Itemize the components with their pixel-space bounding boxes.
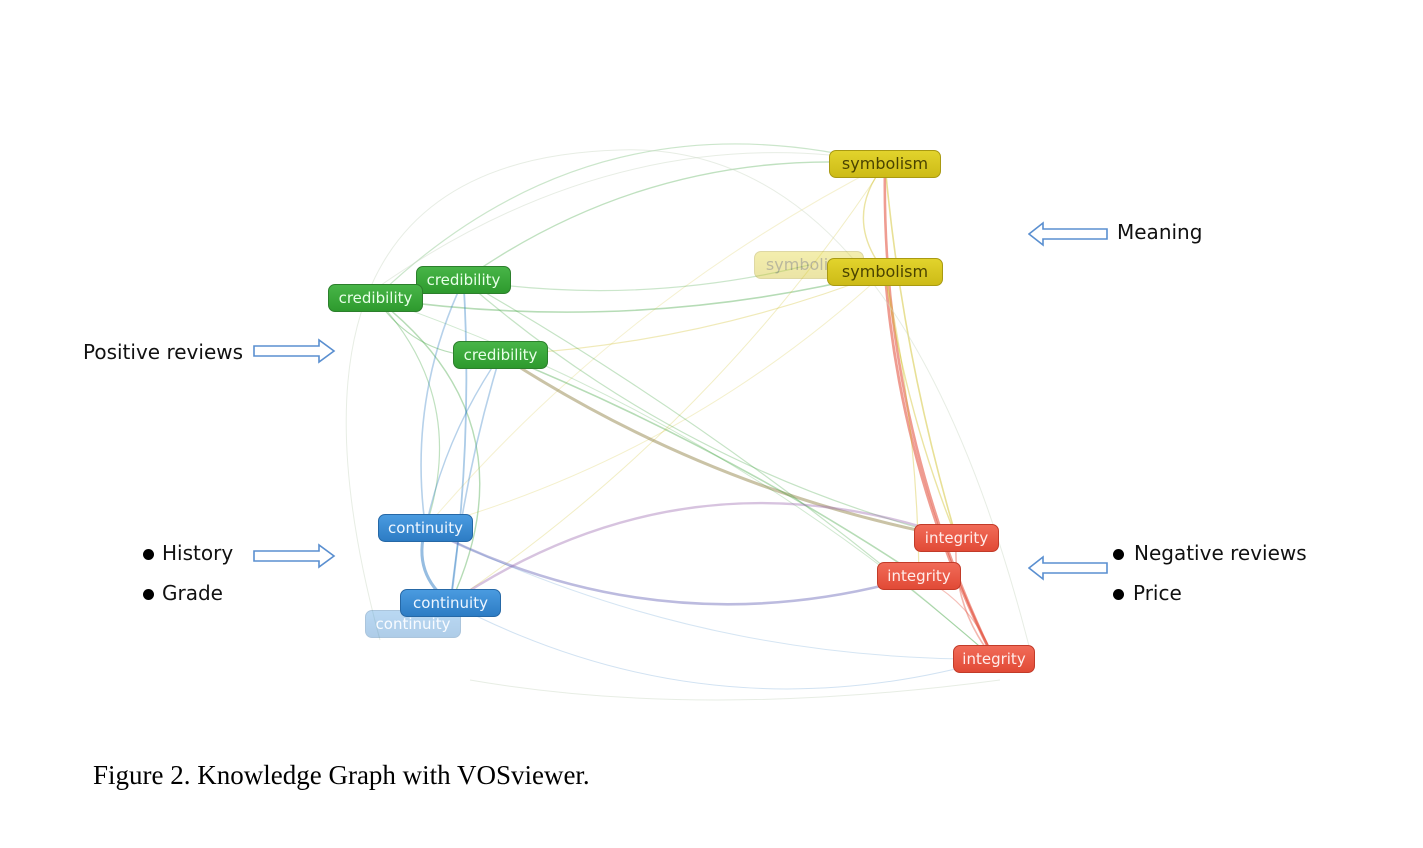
node-credibility[interactable]: credibility — [328, 284, 423, 312]
bullet-icon — [143, 549, 154, 560]
node-symbolism[interactable]: symbolism — [827, 258, 943, 286]
graph-edge — [449, 279, 468, 604]
graph-edge — [450, 163, 886, 604]
graph-edge — [883, 270, 996, 661]
graph-edge — [374, 297, 481, 604]
node-integrity[interactable]: integrity — [877, 562, 961, 590]
node-credibility[interactable]: credibility — [416, 266, 511, 294]
graph-edge — [449, 501, 958, 605]
annotation-positive-reviews: Positive reviews — [83, 340, 244, 364]
graph-edge — [424, 526, 921, 606]
node-credibility[interactable]: credibility — [453, 341, 548, 369]
graph-edge — [499, 271, 886, 356]
bullet-icon — [143, 589, 154, 600]
arrow-left-icon — [1028, 555, 1108, 581]
graph-edge — [462, 161, 886, 281]
graph-edge — [862, 163, 886, 273]
graph-edge — [420, 279, 465, 529]
figure-caption: Figure 2. Knowledge Graph with VOSviewer… — [93, 760, 590, 790]
arrow-right-icon — [253, 543, 336, 569]
graph-edge — [884, 163, 958, 539]
node-symbolism[interactable]: symbolism — [829, 150, 941, 178]
graph-edge — [884, 271, 958, 539]
graph-edge — [462, 279, 995, 660]
annotation-history: History — [162, 541, 234, 565]
graph-edge — [450, 602, 995, 690]
graph-edge — [425, 163, 886, 529]
graph-edge — [424, 354, 502, 529]
graph-edge — [374, 297, 441, 529]
graph-edge — [425, 271, 886, 529]
node-integrity[interactable]: integrity — [953, 645, 1035, 673]
annotation-meaning: Meaning — [1117, 220, 1203, 244]
graph-edge — [469, 679, 1001, 701]
graph-edge — [375, 297, 995, 660]
bullet-icon — [1113, 589, 1124, 600]
graph-edge — [374, 143, 886, 299]
arrow-right-icon — [253, 338, 336, 364]
graph-edge — [462, 279, 958, 539]
node-continuity[interactable]: continuity — [378, 514, 473, 542]
annotation-price: Price — [1133, 581, 1182, 605]
graph-edge — [955, 537, 995, 660]
node-integrity[interactable]: integrity — [914, 524, 999, 552]
graph-edge — [499, 353, 958, 540]
graph-edge — [359, 152, 901, 301]
graph-edge — [499, 354, 920, 577]
annotation-negative-reviews: Negative reviews — [1134, 541, 1307, 565]
bullet-icon — [1113, 549, 1124, 560]
graph-edge — [374, 271, 886, 313]
graph-edge — [449, 354, 502, 604]
graph-edge — [345, 149, 1031, 651]
annotation-grade: Grade — [162, 581, 223, 605]
arrow-left-icon — [1028, 221, 1108, 247]
graph-edge — [425, 527, 995, 660]
node-continuity[interactable]: continuity — [400, 589, 501, 617]
